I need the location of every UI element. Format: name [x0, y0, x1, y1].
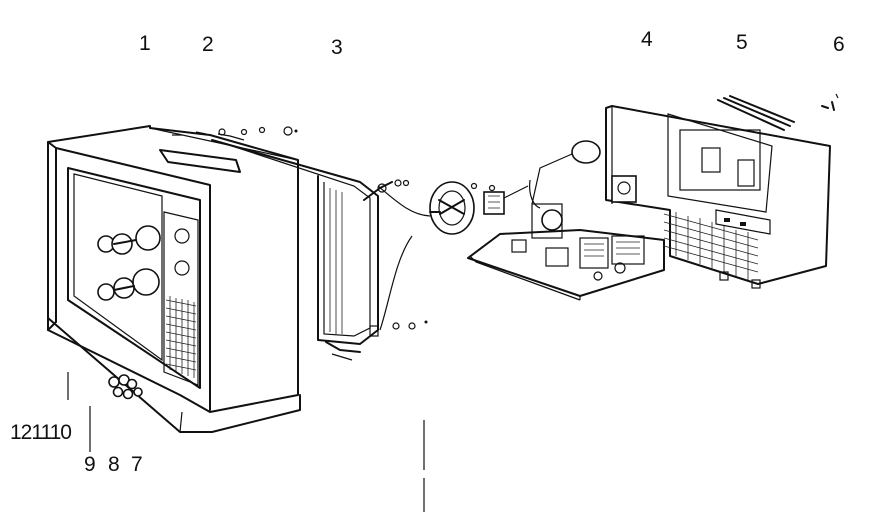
- front-cabinet: [47, 125, 301, 433]
- leader-lines: [67, 372, 425, 512]
- knob-group-upper: [97, 225, 161, 255]
- rear-cabinet: [605, 95, 831, 289]
- screw-cluster: [108, 374, 143, 400]
- picture-tube: [211, 139, 505, 361]
- knob-group-lower: [97, 268, 160, 301]
- screws-part6: [821, 93, 839, 111]
- callout-1: 1: [139, 32, 151, 55]
- chassis-board: [467, 140, 665, 301]
- callout-6: 6: [833, 33, 845, 56]
- callout-7: 7: [131, 453, 143, 476]
- callout-12-11-10: 121110: [10, 421, 72, 444]
- callout-4: 4: [641, 28, 653, 51]
- callout-2: 2: [202, 33, 214, 56]
- callout-8: 8: [108, 453, 120, 476]
- callout-3: 3: [331, 36, 343, 59]
- callout-5: 5: [736, 31, 748, 54]
- callout-9: 9: [84, 453, 96, 476]
